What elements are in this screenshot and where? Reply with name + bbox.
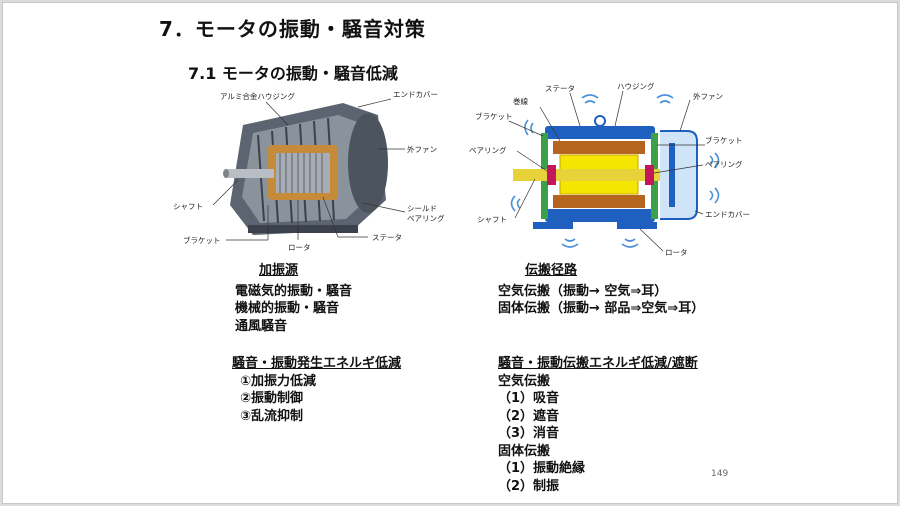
block-item: 固体伝搬 <box>498 443 551 459</box>
block-item: （3）消音 <box>498 426 560 441</box>
label-rotor: ロータ <box>288 243 311 252</box>
reduce-block: 騒音・振動発生エネルギ低減 ①加振力低減 ②振動制御 ③乱流抑制 <box>232 355 401 425</box>
slide-title: 7．モータの振動・騒音対策 <box>159 17 426 41</box>
winding-bottom <box>553 195 645 208</box>
reduce-item: ③乱流抑制 <box>240 408 304 424</box>
block-item: （1）振動絶縁 <box>498 461 586 476</box>
reduce-item: ①加振力低減 <box>240 373 317 389</box>
sound-waves <box>510 94 720 248</box>
source-item: 電磁気的振動・騒音 <box>235 283 353 299</box>
label-housing-r: ハウジング <box>617 81 655 91</box>
label-stator-r: ステータ <box>545 84 575 93</box>
source-item: 通風騒音 <box>235 318 288 334</box>
block-item: （2）遮音 <box>498 408 560 424</box>
label-bracket-right: ブラケット <box>705 135 743 145</box>
paths-block: 伝搬径路 空気伝搬（振動→ 空気⇒耳） 固体伝搬（振動→ 部品⇒空気⇒耳） <box>498 262 704 318</box>
block-heading: 騒音・振動伝搬エネルギ低減/遮断 <box>498 356 698 371</box>
label-fan-r: 外ファン <box>693 91 723 101</box>
label-fan: 外ファン <box>407 144 437 154</box>
label-bearing-right: ベアリング <box>705 159 743 169</box>
foot-right <box>617 222 657 229</box>
label-end-cover-r: エンドカバー <box>705 210 750 219</box>
label-shaft: シャフト <box>173 202 203 211</box>
label-rotor-r: ロータ <box>665 248 688 257</box>
motor-cutaway-figure: アルミ合金ハウジング エンドカバー 外ファン シャフト シールド ベアリング ブ… <box>173 90 445 252</box>
block-item: 空気伝搬 <box>498 373 551 389</box>
path-item: 空気伝搬（振動→ 空気⇒耳） <box>498 283 668 299</box>
block-block: 騒音・振動伝搬エネルギ低減/遮断 空気伝搬 （1）吸音 （2）遮音 （3）消音 … <box>498 355 698 495</box>
label-winding: 巻線 <box>513 96 528 106</box>
motor-section-diagram: ステータ 巻線 ハウジング 外ファン ブラケット ブラケット ベアリング ベアリ… <box>469 81 750 257</box>
paths-heading: 伝搬径路 <box>525 263 578 278</box>
housing-bottom <box>545 209 655 222</box>
block-item: （1）吸音 <box>498 391 560 406</box>
label-housing: アルミ合金ハウジング <box>220 91 295 101</box>
label-bearing-left: ベアリング <box>469 145 507 155</box>
label-bracket: ブラケット <box>183 235 221 245</box>
housing-top <box>545 126 655 139</box>
source-item: 機械的振動・騒音 <box>235 301 340 316</box>
reduce-heading: 騒音・振動発生エネルギ低減 <box>232 356 402 371</box>
label-shield-bearing-2: ベアリング <box>407 213 445 223</box>
reduce-item: ②振動制御 <box>240 391 304 406</box>
label-shaft-r: シャフト <box>477 215 507 224</box>
fan-blade <box>669 143 675 207</box>
bearing-left <box>547 165 556 185</box>
winding-top <box>553 141 645 154</box>
sources-heading: 加振源 <box>259 263 299 278</box>
bearing-right <box>645 165 654 185</box>
foot-left <box>533 222 573 229</box>
label-shield-bearing-1: シールド <box>407 204 437 213</box>
end-cover <box>660 130 698 220</box>
label-end-cover: エンドカバー <box>393 90 438 99</box>
label-stator: ステータ <box>372 233 402 242</box>
motor-cutaway-illustration <box>223 103 388 235</box>
block-item: （2）制振 <box>498 478 560 494</box>
page-number: 149 <box>711 469 729 479</box>
path-item: 固体伝搬（振動→ 部品⇒空気⇒耳） <box>498 301 705 316</box>
sources-block: 加振源 電磁気的振動・騒音 機械的振動・騒音 通風騒音 <box>235 262 352 335</box>
lifting-eye <box>594 115 606 127</box>
label-bracket-left: ブラケット <box>475 111 513 121</box>
section-title: 7.1 モータの振動・騒音低減 <box>188 64 398 83</box>
